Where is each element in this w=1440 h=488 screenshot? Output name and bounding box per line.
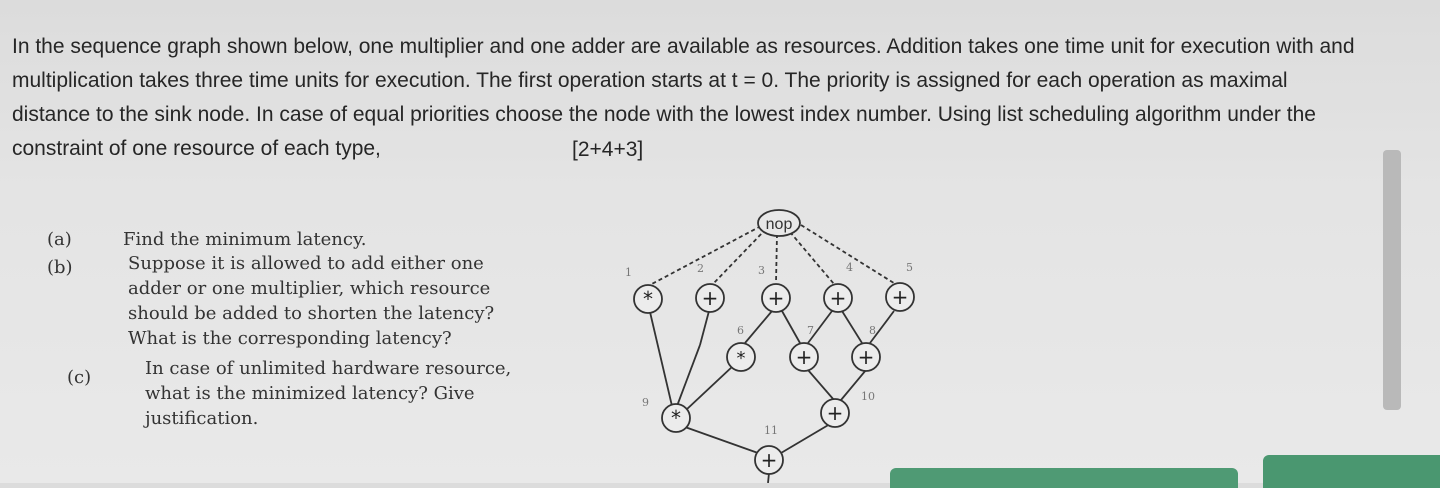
question-b-line: Suppose it is allowed to add either one [128, 253, 484, 274]
node-10-op: + [827, 401, 844, 425]
node-4-index: 4 [846, 261, 853, 274]
node-3: + [761, 283, 791, 313]
node-2: + [695, 283, 725, 313]
problem-line-2: multiplication takes three time units fo… [12, 69, 1288, 92]
node-3-op: + [768, 286, 785, 310]
node-11-op: + [761, 448, 778, 472]
marks-allocation: [2+4+3] [572, 138, 644, 161]
question-b-label: (b) [47, 257, 73, 278]
edge-2-9 [699, 310, 710, 346]
edge-nop-1 [649, 225, 762, 286]
node-3-index: 3 [758, 264, 765, 277]
node-6-op: * [737, 348, 746, 369]
green-button-right[interactable] [1263, 455, 1440, 488]
node-11: + [754, 445, 784, 475]
edge-5-8 [869, 310, 895, 344]
question-a-label: (a) [47, 229, 72, 250]
question-a-text: Find the minimum latency. [123, 229, 367, 250]
edge-4-8 [841, 310, 863, 344]
node-6-index: 6 [737, 324, 744, 337]
question-c-line: justification. [145, 408, 259, 429]
question-b-line: adder or one multiplier, which resource [128, 278, 491, 299]
node-6: * [726, 342, 756, 372]
node-4-op: + [830, 286, 847, 310]
node-7-index: 7 [807, 324, 814, 337]
scrollbar[interactable] [1383, 150, 1401, 410]
question-b-text: Suppose it is allowed to add either one … [128, 251, 568, 351]
node-9-op: * [671, 406, 681, 430]
question-c-line: what is the minimized latency? Give [145, 383, 475, 404]
edge-4-7 [807, 310, 833, 344]
edge-nop-3 [775, 233, 778, 284]
edge-1-9 [649, 311, 673, 407]
node-9: * [661, 403, 691, 433]
green-button-left[interactable] [890, 468, 1238, 488]
node-1-index: 1 [625, 266, 632, 279]
edge-nop-5 [800, 224, 898, 286]
node-1-op: * [643, 287, 653, 311]
question-c-line: In case of unlimited hardware resource, [145, 358, 512, 379]
edge-6-9 [685, 365, 734, 411]
node-8: + [851, 342, 881, 372]
node-10-index: 10 [861, 390, 875, 403]
edge-3-7 [781, 310, 801, 344]
question-c-label: (c) [67, 367, 92, 388]
problem-line-3: distance to the sink node. In case of eq… [12, 103, 1316, 126]
node-5-index: 5 [906, 261, 913, 274]
edge-nop-2 [711, 228, 767, 286]
nop-node [757, 209, 801, 237]
node-2-op: + [702, 286, 719, 310]
node-5-op: + [892, 285, 909, 309]
question-b-line: should be added to shorten the latency? [128, 303, 495, 324]
node-10: + [820, 398, 850, 428]
edge-10-11 [780, 423, 831, 454]
node-8-index: 8 [869, 324, 876, 337]
edge-3-6 [744, 310, 773, 344]
problem-line-4: constraint of one resource of each type, [12, 137, 381, 160]
edge-9-11 [684, 426, 759, 454]
nop-label: nop [766, 216, 793, 233]
edge-8-10 [840, 369, 867, 401]
node-1: * [633, 284, 663, 314]
question-b-line: What is the corresponding latency? [128, 328, 452, 349]
node-2-index: 2 [697, 262, 704, 275]
node-7: + [789, 342, 819, 372]
edge-7-10 [807, 369, 835, 401]
node-11-index: 11 [764, 424, 778, 437]
problem-line-1: In the sequence graph shown below, one m… [12, 35, 1355, 58]
node-9-index: 9 [642, 396, 649, 409]
node-5: + [885, 282, 915, 312]
question-c-text: In case of unlimited hardware resource, … [145, 356, 570, 431]
node-8-op: + [858, 345, 875, 369]
node-7-op: + [796, 345, 813, 369]
node-4: + [823, 283, 853, 313]
problem-statement: In the sequence graph shown below, one m… [12, 30, 1437, 166]
edge-nop-4 [789, 231, 835, 285]
edge-2-9b [676, 344, 701, 407]
